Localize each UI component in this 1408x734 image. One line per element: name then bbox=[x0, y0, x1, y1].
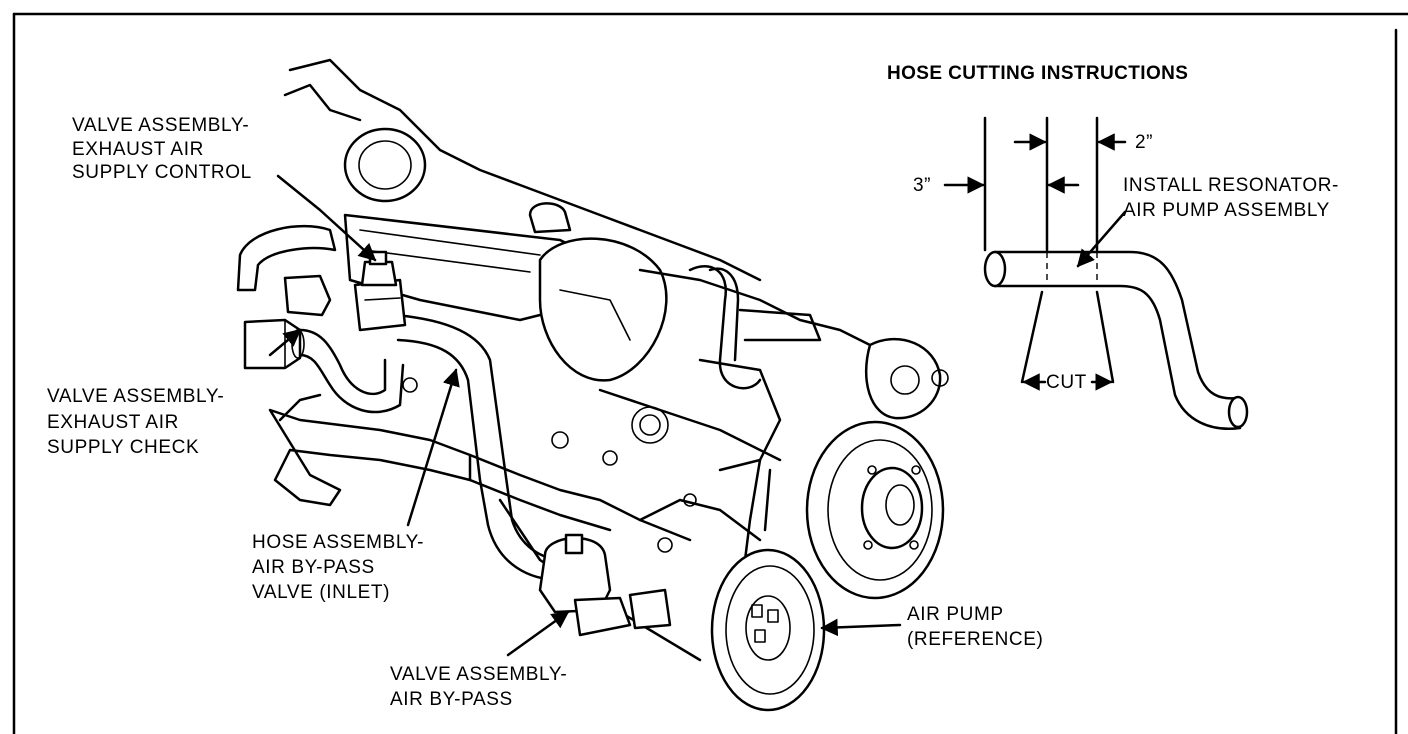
label-valve-bypass: VALVE ASSEMBLY- AIR BY-PASS bbox=[390, 664, 567, 710]
label-valve-exhaust-check: VALVE ASSEMBLY- EXHAUST AIR SUPPLY CHECK bbox=[47, 386, 224, 458]
hose-instructions-title: HOSE CUTTING INSTRUCTIONS bbox=[887, 63, 1188, 84]
air-supply-hoses bbox=[236, 224, 567, 582]
label-line: VALVE ASSEMBLY- bbox=[72, 115, 249, 136]
label-line: EXHAUST AIR bbox=[72, 139, 204, 160]
label-line: AIR BY-PASS bbox=[252, 557, 375, 578]
label-line: HOSE ASSEMBLY- bbox=[252, 532, 424, 553]
cut-label: CUT bbox=[1046, 372, 1087, 393]
leader-lines bbox=[268, 174, 902, 657]
hose-cutting-diagram bbox=[943, 116, 1249, 430]
air-pump-pulley bbox=[710, 548, 826, 712]
dimension-right: 2” bbox=[1135, 132, 1153, 153]
engine-illustration bbox=[268, 58, 949, 662]
install-label-line: INSTALL RESONATOR- bbox=[1123, 175, 1339, 196]
label-line: AIR PUMP bbox=[907, 604, 1004, 625]
label-line: VALVE ASSEMBLY- bbox=[47, 386, 224, 407]
label-line: VALVE ASSEMBLY- bbox=[390, 664, 567, 685]
label-line: VALVE (INLET) bbox=[252, 582, 390, 603]
label-air-pump: AIR PUMP (REFERENCE) bbox=[907, 604, 1043, 650]
frame bbox=[12, 12, 1408, 734]
exhaust-check-valve bbox=[243, 274, 332, 370]
label-line: AIR BY-PASS bbox=[390, 689, 513, 710]
dimension-left: 3” bbox=[913, 175, 931, 196]
label-line: EXHAUST AIR bbox=[47, 412, 179, 433]
hose-instructions-text: HOSE CUTTING INSTRUCTIONS 2” 3” INSTALL … bbox=[887, 63, 1339, 393]
label-line: SUPPLY CONTROL bbox=[72, 162, 252, 183]
bypass-valve bbox=[538, 533, 672, 637]
water-pump-pulley bbox=[805, 420, 945, 600]
label-hose-bypass-inlet: HOSE ASSEMBLY- AIR BY-PASS VALVE (INLET) bbox=[252, 532, 424, 603]
label-valve-exhaust-control: VALVE ASSEMBLY- EXHAUST AIR SUPPLY CONTR… bbox=[72, 115, 252, 183]
label-line: SUPPLY CHECK bbox=[47, 437, 199, 458]
label-line: (REFERENCE) bbox=[907, 629, 1043, 650]
install-label-line: AIR PUMP ASSEMBLY bbox=[1123, 200, 1330, 221]
